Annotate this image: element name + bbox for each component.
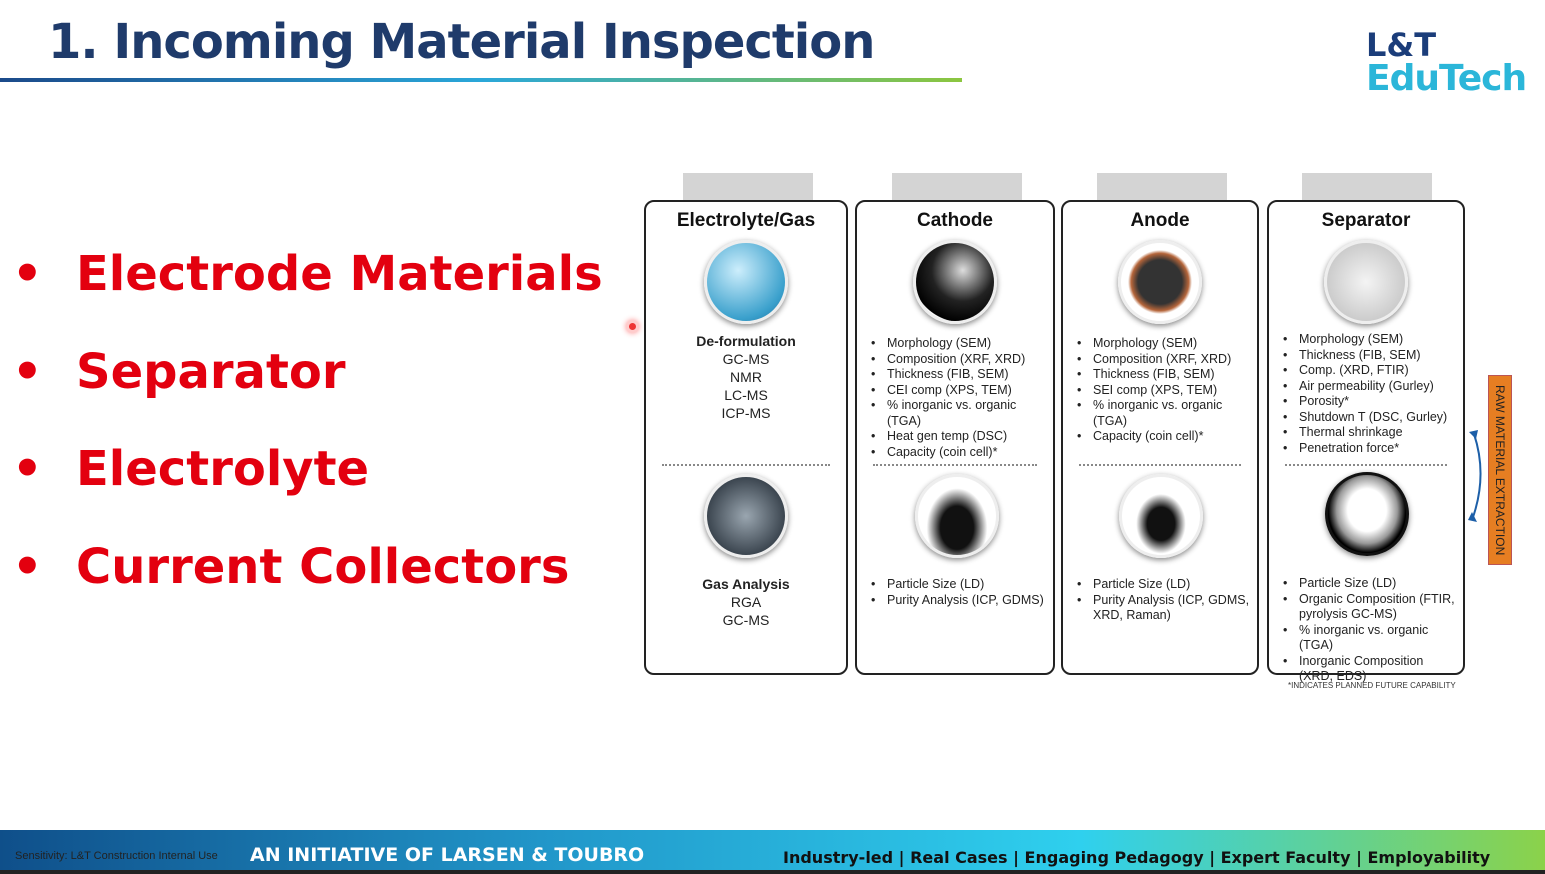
list-item: Porosity* — [1283, 394, 1459, 410]
list-item: Thermal shrinkage — [1283, 425, 1459, 441]
list-item: Thickness (FIB, SEM) — [1077, 367, 1253, 383]
list-item: Particle Size (LD) — [1077, 577, 1253, 593]
powder-image-icon — [915, 474, 999, 558]
footnote: *INDICATES PLANNED FUTURE CAPABILITY — [1288, 681, 1456, 690]
list-item: CEI comp (XPS, TEM) — [871, 383, 1049, 399]
panel-title: Cathode — [917, 210, 993, 231]
list-item: Air permeability (Gurley) — [1283, 379, 1459, 395]
panel-cathode: Cathode Morphology (SEM)Composition (XRF… — [855, 200, 1055, 675]
panel-tab — [683, 173, 813, 201]
panel-separator: Separator Morphology (SEM)Thickness (FIB… — [1267, 200, 1465, 683]
footer-bar: Sensitivity: L&T Construction Internal U… — [0, 830, 1545, 874]
footer-tagline: Industry-led | Real Cases | Engaging Ped… — [783, 848, 1491, 867]
list-item: % inorganic vs. organic (TGA) — [871, 398, 1049, 429]
list-item: Morphology (SEM) — [1283, 332, 1459, 348]
list-item: SEI comp (XPS, TEM) — [1077, 383, 1253, 399]
list-item: Purity Analysis (ICP, GDMS, XRD, Raman) — [1077, 593, 1253, 624]
logo-line1: L&T — [1366, 26, 1437, 64]
list-item: Thickness (FIB, SEM) — [871, 367, 1049, 383]
logo-line2: EduTech — [1366, 58, 1527, 99]
panel-title: Electrolyte/Gas — [676, 210, 816, 231]
list-item: Capacity (coin cell)* — [1077, 429, 1253, 445]
footer-initiative: AN INITIATIVE OF LARSEN & TOUBRO — [250, 844, 645, 866]
list-item: Inorganic Composition (XRD, EDS) — [1283, 654, 1459, 685]
raw-material-extraction-label: RAW MATERIAL EXTRACTION — [1488, 375, 1512, 565]
cathode-foil-image-icon — [913, 240, 997, 324]
list-item: Comp. (XRD, FTIR) — [1283, 363, 1459, 379]
separator-roll-image-icon — [1324, 240, 1408, 324]
list-item: Morphology (SEM) — [871, 336, 1049, 352]
list-item: Composition (XRF, XRD) — [1077, 352, 1253, 368]
bullet-item: •Electrolyte — [12, 441, 370, 497]
bullet-text: Current Collectors — [76, 539, 570, 595]
list-item: Particle Size (LD) — [1283, 576, 1459, 592]
battery-pack-image-icon — [704, 474, 788, 558]
flask-image-icon — [704, 240, 788, 324]
bottom-strip — [0, 870, 1545, 874]
list-item: LC-MS — [724, 387, 768, 403]
list-item: Heat gen temp (DSC) — [871, 429, 1049, 445]
sensitivity-label: Sensitivity: L&T Construction Internal U… — [15, 850, 218, 862]
list-item: ICP-MS — [721, 405, 771, 421]
bullet-item: •Current Collectors — [12, 539, 570, 595]
list-heading: Gas Analysis — [702, 576, 790, 592]
bullet-item: •Electrode Materials — [12, 246, 603, 302]
bullet-text: Separator — [76, 344, 346, 400]
list-item: Particle Size (LD) — [871, 577, 1049, 593]
list-item: Purity Analysis (ICP, GDMS) — [871, 593, 1049, 609]
list-heading: De-formulation — [696, 333, 796, 349]
bullet-text: Electrode Materials — [76, 246, 603, 302]
bullet-item: •Separator — [12, 344, 346, 400]
panel-anode: Anode Morphology (SEM)Composition (XRF, … — [1061, 200, 1259, 675]
panel-tab — [1302, 173, 1432, 201]
divider — [1079, 464, 1241, 466]
list-item: Morphology (SEM) — [1077, 336, 1253, 352]
anode-sheet-image-icon — [1118, 240, 1202, 324]
bullet-text: Electrolyte — [76, 441, 370, 497]
list-item: Shutdown T (DSC, Gurley) — [1283, 410, 1459, 426]
divider — [873, 464, 1037, 466]
list-item: % inorganic vs. organic (TGA) — [1077, 398, 1253, 429]
panel-electrolyte: Electrolyte/Gas De-formulation GC-MS NMR L… — [644, 200, 848, 675]
panel-title: Anode — [1130, 210, 1190, 231]
laser-pointer-icon — [626, 320, 639, 333]
list-item: NMR — [730, 369, 762, 385]
list-item: GC-MS — [722, 612, 770, 628]
powder-image-icon — [1119, 474, 1203, 558]
list-item: Composition (XRF, XRD) — [871, 352, 1049, 368]
panel-tab — [892, 173, 1022, 201]
list-item: RGA — [730, 594, 762, 610]
list-item: GC-MS — [722, 351, 770, 367]
list-item: Thickness (FIB, SEM) — [1283, 348, 1459, 364]
list-item: Organic Composition (FTIR, pyrolysis GC-… — [1283, 592, 1459, 623]
title-underline — [0, 78, 962, 82]
white-powder-image-icon — [1325, 472, 1409, 556]
slide-title: 1. Incoming Material Inspection — [48, 14, 875, 70]
panel-tab — [1097, 173, 1227, 201]
cycle-arrow-icon — [1468, 430, 1482, 522]
divider — [662, 464, 830, 466]
list-item: Penetration force* — [1283, 441, 1459, 457]
panel-title: Separator — [1321, 210, 1411, 231]
divider — [1285, 464, 1447, 466]
list-item: % inorganic vs. organic (TGA) — [1283, 623, 1459, 654]
list-item: Capacity (coin cell)* — [871, 445, 1049, 461]
